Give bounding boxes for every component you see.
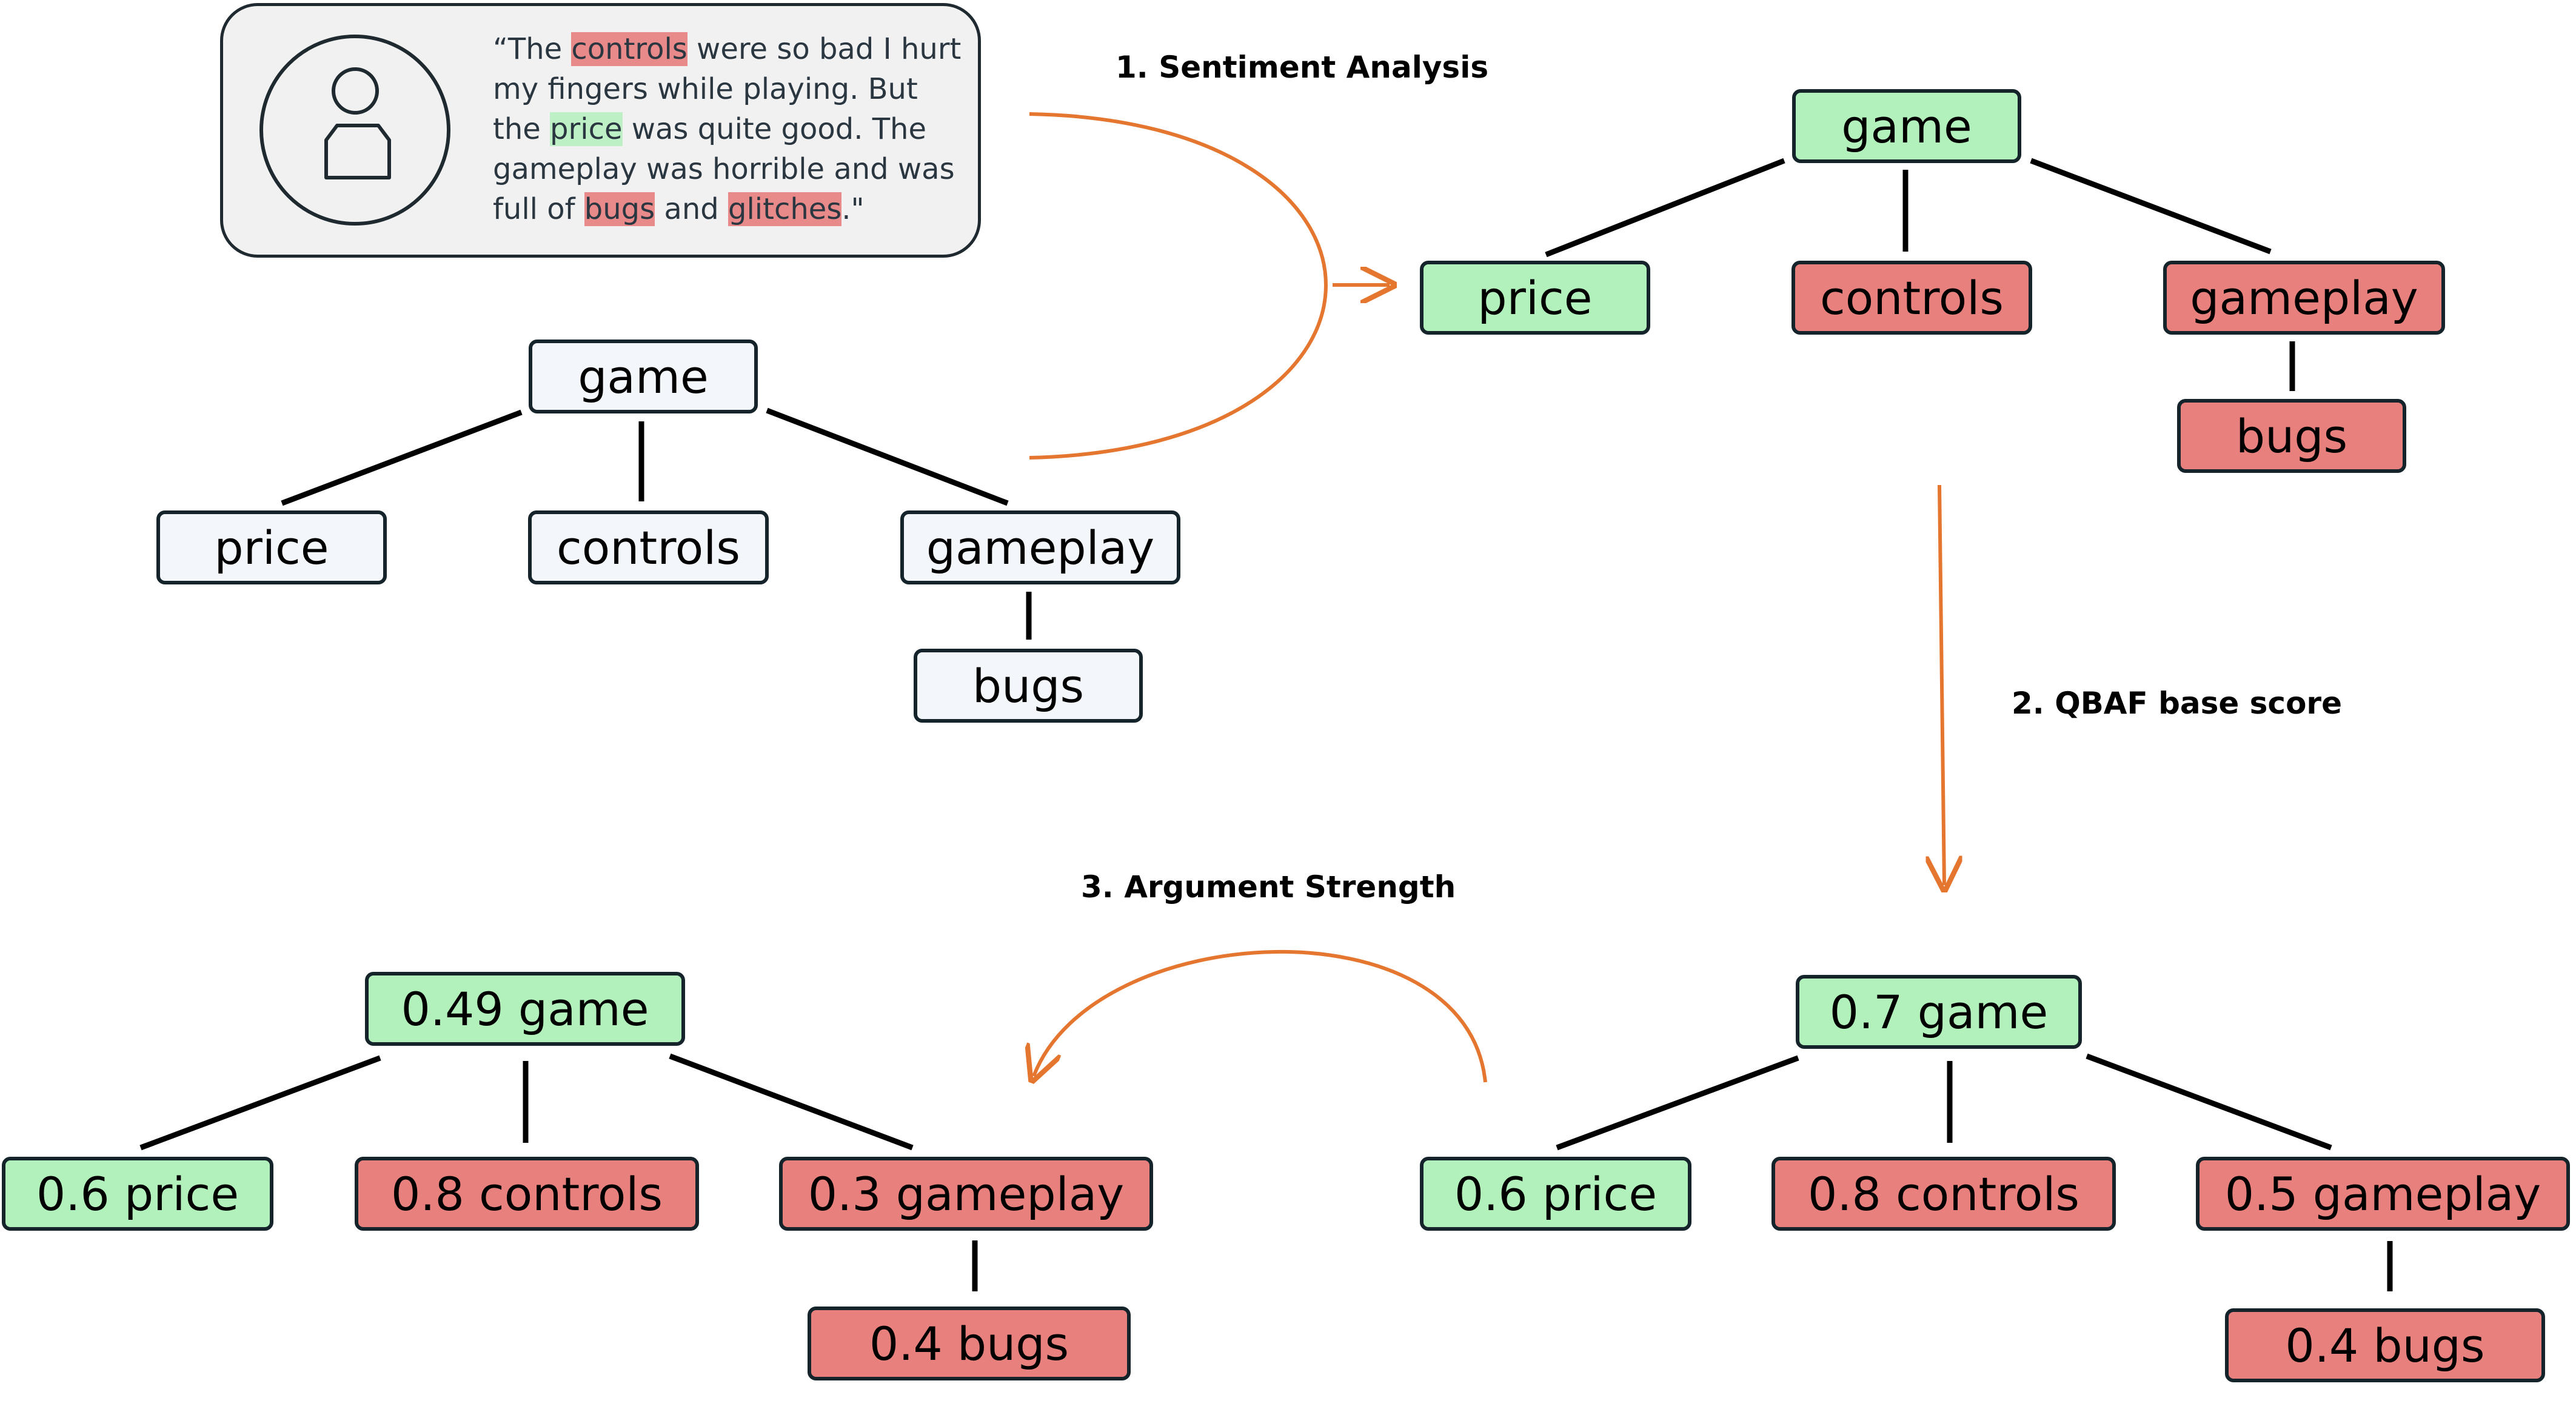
base-score-node-price: 0.6 price — [1420, 1157, 1691, 1231]
edge-base-game-gameplay — [2086, 1053, 2332, 1151]
argument-strength-arrow — [1034, 949, 1487, 1082]
review-card: “The controls were so bad I hurt my finge… — [220, 3, 981, 258]
avatar-body — [324, 124, 391, 179]
review-text-segment: were so bad I hurt — [687, 32, 962, 66]
review-text-segment: and — [655, 192, 728, 226]
review-text-segment: was quite good. The — [622, 112, 926, 146]
step-qbaf-base-score-label: 2. QBAF base score — [2012, 686, 2342, 721]
strength-node-price: 0.6 price — [2, 1157, 273, 1231]
strength-node-controls: 0.8 controls — [355, 1157, 699, 1231]
sentiment-node-gameplay: gameplay — [2163, 261, 2445, 335]
base-score-node-game: 0.7 game — [1796, 975, 2082, 1049]
review-text-segment: full of — [493, 192, 584, 226]
review-text-segment: the — [493, 112, 550, 146]
step-sentiment-analysis-label: 1. Sentiment Analysis — [1116, 50, 1489, 85]
user-avatar-icon — [259, 35, 450, 226]
negative-aspect-highlight: bugs — [584, 192, 655, 226]
edge-base-game-price — [1556, 1055, 1799, 1151]
sentiment-analysis-arrow — [1029, 112, 1328, 460]
review-text-segment: gameplay was horrible and was — [493, 152, 955, 186]
negative-aspect-highlight: glitches — [728, 192, 842, 226]
step-argument-strength-label: 3. Argument Strength — [1081, 869, 1456, 905]
aspect-node-gameplay: gameplay — [900, 510, 1180, 584]
avatar-head — [332, 67, 379, 115]
aspect-node-price: price — [156, 510, 387, 584]
base-score-node-gameplay: 0.5 gameplay — [2196, 1157, 2570, 1231]
edge-sentiment-game-gameplay — [2030, 158, 2272, 255]
sentiment-node-game: game — [1792, 89, 2021, 163]
edge-aspect-game-gameplay — [766, 407, 1009, 506]
sentiment-node-price: price — [1420, 261, 1650, 335]
sentiment-node-controls: controls — [1791, 261, 2032, 335]
review-text-segment: ." — [841, 192, 865, 226]
review-text-segment: my fingers while playing. But — [493, 72, 918, 106]
base-score-node-controls: 0.8 controls — [1771, 1157, 2116, 1231]
review-text: “The controls were so bad I hurt my finge… — [493, 29, 978, 229]
sentiment-node-bugs: bugs — [2177, 399, 2406, 473]
review-text-segment: “The — [493, 32, 572, 66]
base-score-node-bugs: 0.4 bugs — [2225, 1308, 2545, 1382]
positive-aspect-highlight: price — [550, 112, 623, 146]
aspect-node-game: game — [529, 340, 758, 413]
edge-aspect-game-price — [281, 409, 523, 506]
aspect-node-controls: controls — [528, 510, 769, 584]
strength-node-bugs: 0.4 bugs — [808, 1307, 1131, 1380]
edge-strength-game-gameplay — [669, 1053, 914, 1151]
strength-node-gameplay: 0.3 gameplay — [779, 1157, 1153, 1231]
edge-strength-game-price — [139, 1055, 381, 1151]
negative-aspect-highlight: controls — [571, 32, 687, 66]
edge-sentiment-game-price — [1545, 158, 1785, 258]
aspect-node-bugs: bugs — [914, 649, 1143, 723]
strength-node-game: 0.49 game — [365, 972, 685, 1046]
qbaf-base-score-arrow — [1939, 484, 1944, 885]
